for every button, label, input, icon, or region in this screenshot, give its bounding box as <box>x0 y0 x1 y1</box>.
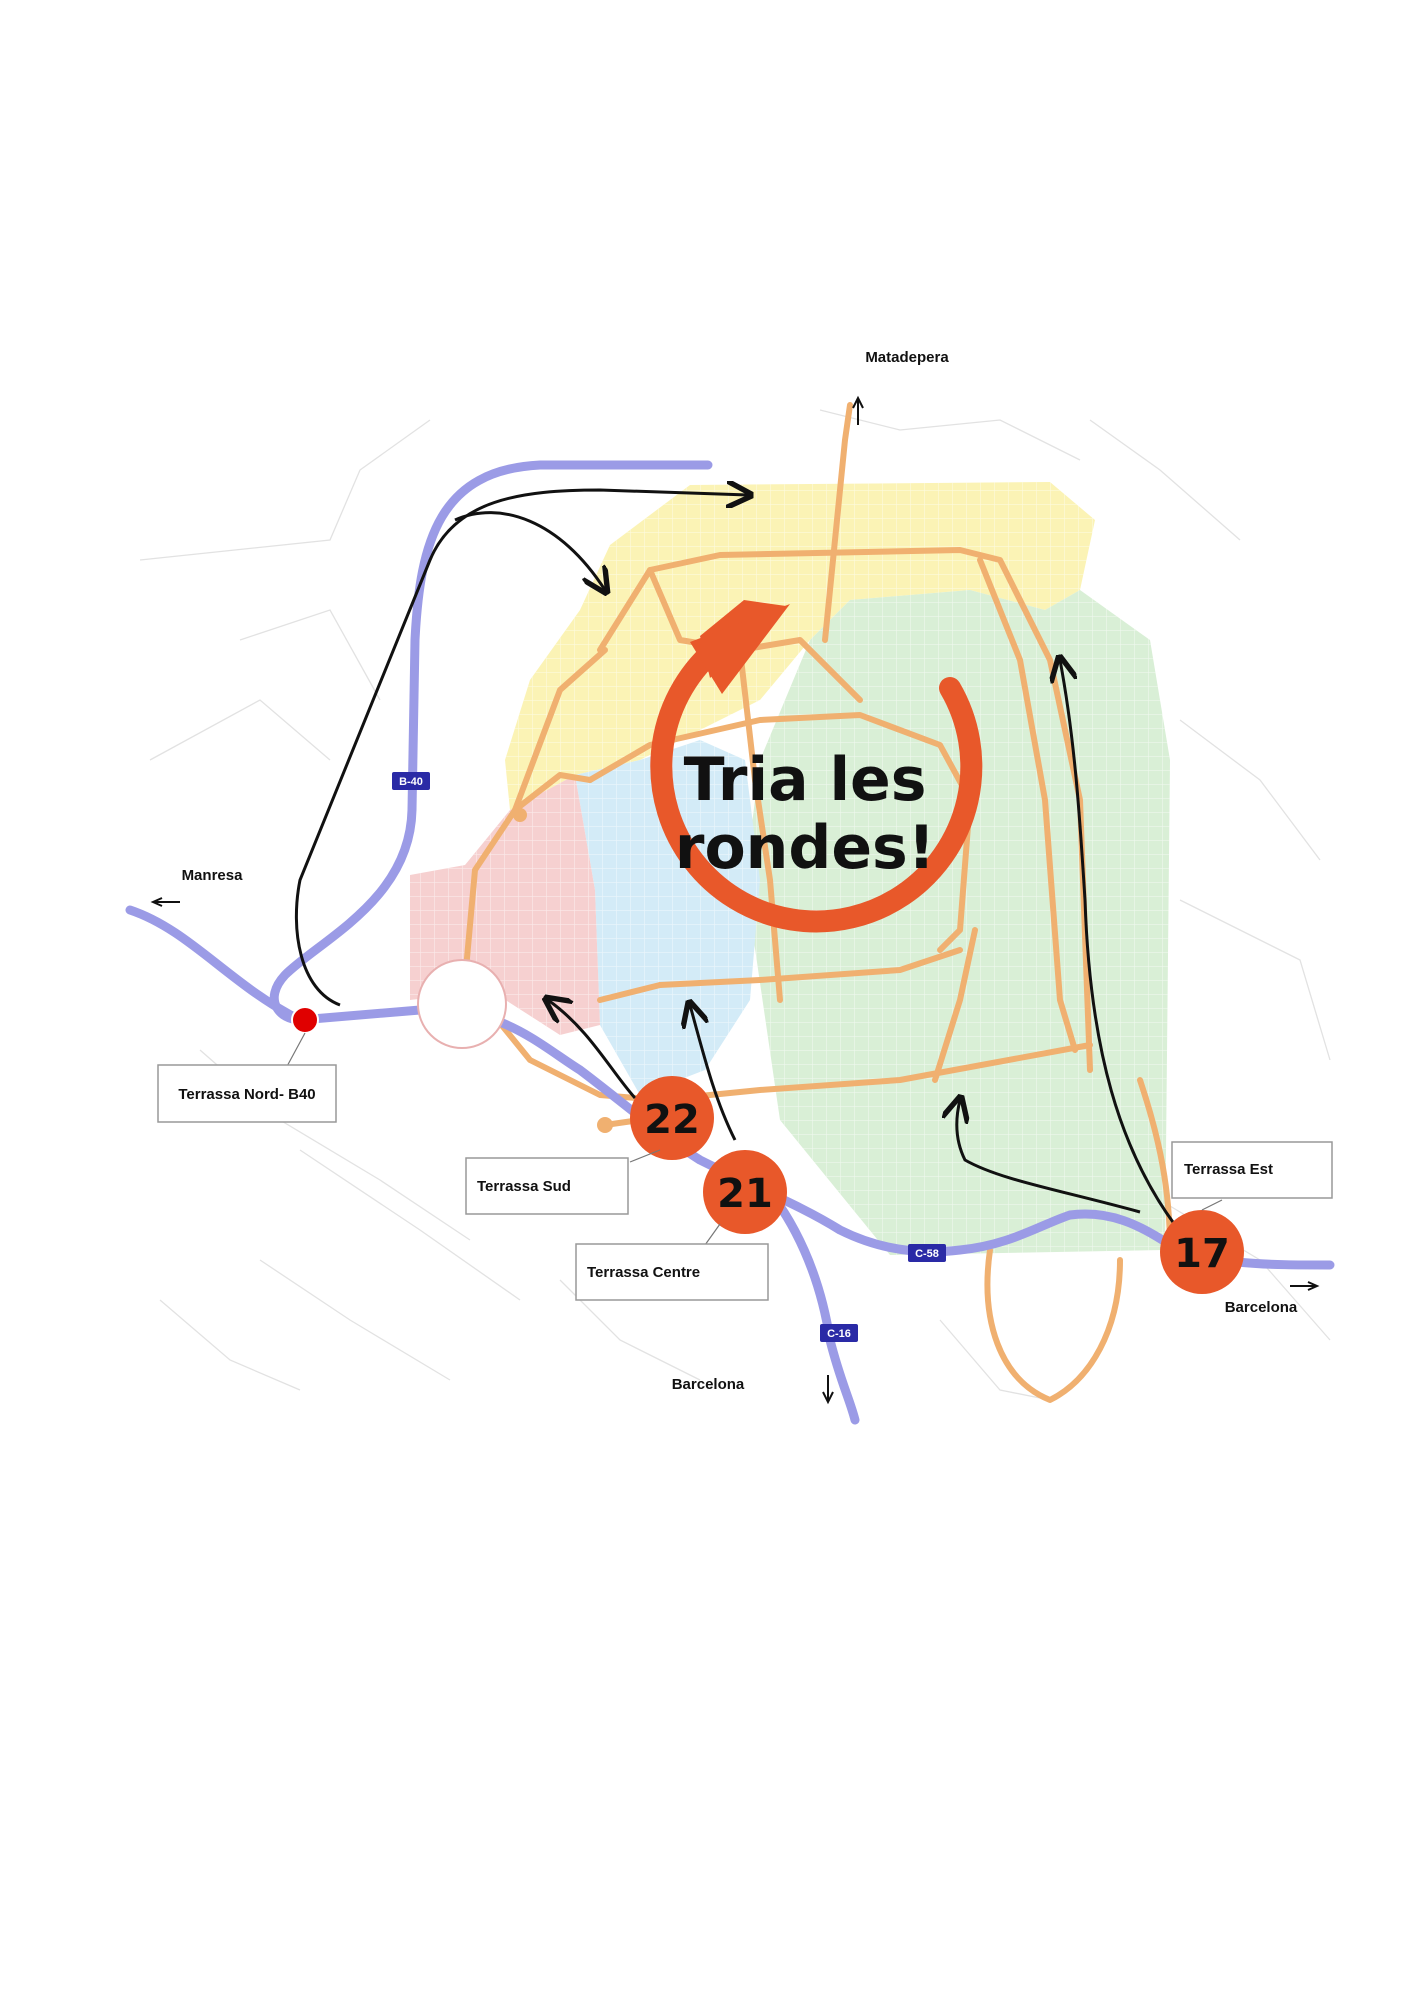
svg-text:Terrassa Centre: Terrassa Centre <box>587 1264 700 1281</box>
background-streets <box>139 409 1331 1401</box>
arrow-left-icon <box>150 897 180 907</box>
west-link <box>512 772 593 813</box>
route-arrow-exit17-south <box>957 1100 1141 1214</box>
label-terrassa-sud: Terrassa Sud <box>465 1157 629 1215</box>
nw-link <box>512 647 608 813</box>
arrow-right-icon <box>1290 1281 1320 1291</box>
route-arrow-exit17-north <box>1060 660 1177 1226</box>
label-terrassa-est: Terrassa Est <box>1171 1141 1333 1199</box>
svg-text:C-16: C-16 <box>827 1328 851 1340</box>
roundabout-west <box>513 808 527 822</box>
headline-line-1: Tria les <box>684 745 927 815</box>
route-arrows <box>294 490 1177 1226</box>
svg-text:C-58: C-58 <box>915 1248 939 1260</box>
south-ring <box>657 1042 1093 1103</box>
svg-text:B-40: B-40 <box>399 776 423 788</box>
exit-badge-21: 21 <box>703 1150 787 1234</box>
svg-text:21: 21 <box>717 1171 773 1217</box>
svg-text:Terrassa Nord- B40: Terrassa Nord- B40 <box>178 1086 315 1103</box>
exit-badge-22: 22 <box>630 1076 714 1160</box>
cross-road-2 <box>597 982 663 1003</box>
arrow-down-icon <box>822 1375 834 1405</box>
label-leaders <box>284 1032 1223 1246</box>
label-terrassa-centre: Terrassa Centre <box>575 1243 769 1301</box>
place-barcelona-south: Barcelona <box>672 1376 745 1393</box>
svg-text:22: 22 <box>644 1097 700 1143</box>
direction-arrows <box>150 395 1320 1405</box>
headline-line-2: rondes! <box>675 813 935 883</box>
route-arrow-exit22-left <box>548 1000 637 1099</box>
route-arrow-exit21-up <box>690 1005 737 1141</box>
south-diag <box>932 927 978 1083</box>
svg-text:17: 17 <box>1174 1231 1230 1277</box>
exit-dot-terrassa-nord <box>291 1006 319 1034</box>
manresa-road <box>125 905 305 1025</box>
circular-arrow-icon <box>650 600 983 933</box>
white-circle-marker <box>417 959 507 1049</box>
east-ring <box>977 557 1078 1053</box>
cross-road-1 <box>657 947 963 988</box>
svg-text:Terrassa Est: Terrassa Est <box>1184 1161 1273 1178</box>
place-matadepera: Matadepera <box>865 349 949 366</box>
center-avenue <box>737 647 783 1003</box>
route-arrow-northwest <box>454 511 605 590</box>
route-arrow-north <box>294 490 748 1007</box>
exit-badge-17: 17 <box>1160 1210 1244 1294</box>
highway-badges: B-40 C-58 C-16 <box>392 772 946 1342</box>
district-zones <box>410 482 1170 1255</box>
roundabout-south <box>597 1117 613 1133</box>
place-manresa: Manresa <box>182 867 244 884</box>
label-terrassa-nord: Terrassa Nord- B40 <box>157 1064 337 1123</box>
place-barcelona-east: Barcelona <box>1225 1299 1298 1316</box>
south-loop <box>984 1247 1123 1403</box>
arrow-up-icon <box>852 395 864 425</box>
diag-2 <box>822 402 853 643</box>
svg-text:Terrassa Sud: Terrassa Sud <box>477 1178 571 1195</box>
